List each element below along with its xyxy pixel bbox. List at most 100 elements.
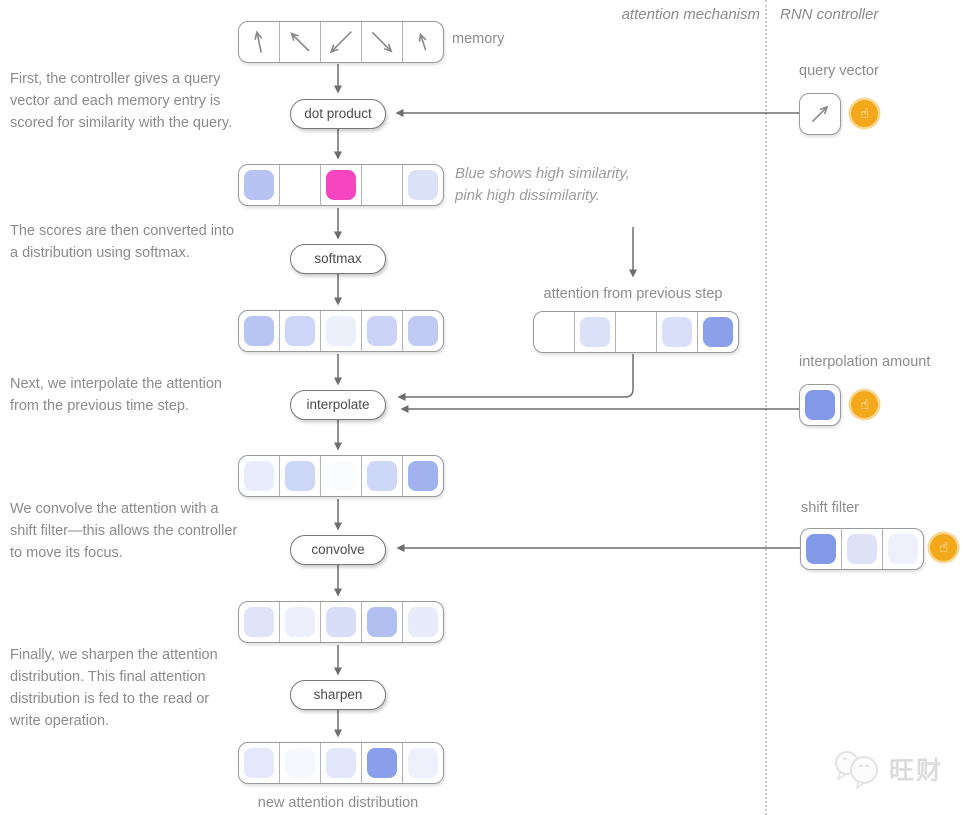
cell-value	[662, 317, 692, 347]
prev-attention-row	[533, 311, 739, 353]
cell	[362, 602, 403, 642]
cell	[239, 602, 280, 642]
interpolated-row	[238, 455, 444, 497]
sharpen-op: sharpen	[290, 680, 386, 710]
convolved-row	[238, 601, 444, 643]
hand-pointer-icon[interactable]: ☝	[930, 534, 957, 561]
rnn-controller-header: RNN controller	[780, 6, 879, 23]
explanation-step-1: First, the controller gives a query vect…	[10, 71, 233, 131]
cell-value	[408, 316, 438, 346]
softmax-op: softmax	[290, 244, 386, 274]
memory-label: memory	[452, 31, 505, 47]
hand-pointer-icon[interactable]: ☝	[851, 100, 878, 127]
interpolation-amount-cell[interactable]	[799, 384, 841, 426]
cell-value	[244, 607, 274, 637]
cell-value	[888, 534, 918, 564]
cell	[698, 312, 738, 352]
final-distribution-label: new attention distribution	[257, 795, 419, 811]
cell-value	[408, 461, 438, 491]
cell	[280, 456, 321, 496]
cell	[362, 743, 403, 783]
cell-value	[408, 170, 438, 200]
final-distribution-row	[238, 742, 444, 784]
cell	[534, 312, 575, 352]
explanation-step-4: We convolve the attention with a shift f…	[10, 501, 238, 561]
cell	[321, 456, 362, 496]
cell	[403, 602, 443, 642]
cell	[403, 165, 443, 205]
cell	[362, 22, 403, 62]
shift-filter-row[interactable]	[800, 528, 924, 570]
cell	[362, 311, 403, 351]
cell	[280, 743, 321, 783]
cell-value	[244, 748, 274, 778]
cell-value	[367, 461, 397, 491]
cell-value	[806, 534, 836, 564]
query-vector-cell[interactable]	[799, 93, 841, 135]
interpolation-amount-label: interpolation amount	[799, 354, 931, 370]
cell	[657, 312, 698, 352]
cell-value	[326, 316, 356, 346]
similarity-row	[238, 164, 444, 206]
cell	[280, 311, 321, 351]
convolve-op: convolve	[290, 535, 386, 565]
cell	[403, 311, 443, 351]
cell	[403, 743, 443, 783]
cell-value	[367, 607, 397, 637]
cell	[280, 602, 321, 642]
prev-attention-label: attention from previous step	[543, 286, 723, 302]
cell-value	[847, 534, 877, 564]
cell	[321, 22, 362, 62]
cell	[616, 312, 657, 352]
cell-value	[408, 748, 438, 778]
cell	[239, 743, 280, 783]
cell	[362, 456, 403, 496]
cell	[403, 22, 443, 62]
memory-row	[238, 21, 444, 63]
explanation-step-2: The scores are then converted into a dis…	[10, 223, 235, 261]
chat-bubbles-logo-icon	[835, 751, 878, 790]
cell-value	[408, 607, 438, 637]
vector-arrow-icon	[329, 31, 352, 54]
cell-value	[244, 170, 274, 200]
similarity-note-line2: pink high dissimilarity.	[455, 187, 600, 204]
cell-value	[326, 748, 356, 778]
cell-value	[367, 316, 397, 346]
interpolate-op: interpolate	[290, 390, 386, 420]
cell	[321, 311, 362, 351]
cell-value	[285, 461, 315, 491]
cell	[239, 22, 280, 62]
similarity-note-line1: Blue shows high similarity,	[455, 165, 630, 182]
cell-value	[244, 461, 274, 491]
vector-arrow-icon	[418, 32, 427, 51]
cell-value	[285, 748, 315, 778]
watermark-text: 旺财	[889, 757, 944, 785]
cell-value	[285, 316, 315, 346]
cell	[239, 456, 280, 496]
explanation-step-5: Finally, we sharpen the attention distri…	[10, 647, 218, 729]
vector-arrow-icon	[372, 31, 393, 53]
cell-value	[805, 390, 835, 420]
cell	[575, 312, 616, 352]
watermark: 旺财	[831, 748, 943, 790]
query-vector-label: query vector	[799, 63, 879, 79]
cell-value	[703, 317, 733, 347]
cell	[800, 94, 840, 134]
cell-value	[326, 607, 356, 637]
softmax-distribution-row	[238, 310, 444, 352]
cell	[239, 165, 280, 205]
column-divider	[765, 0, 767, 815]
vector-arrow-icon	[812, 105, 829, 122]
cell-value	[326, 461, 356, 491]
cell	[362, 165, 403, 205]
cell-value	[326, 170, 356, 200]
similarity-color-note: Blue shows high similarity, pink high di…	[455, 163, 630, 207]
hand-pointer-icon[interactable]: ☝	[851, 391, 878, 418]
cell-value	[285, 607, 315, 637]
cell-value	[244, 316, 274, 346]
cell	[280, 165, 321, 205]
cell-value	[367, 748, 397, 778]
explanation-step-3: Next, we interpolate the attention from …	[10, 376, 222, 414]
